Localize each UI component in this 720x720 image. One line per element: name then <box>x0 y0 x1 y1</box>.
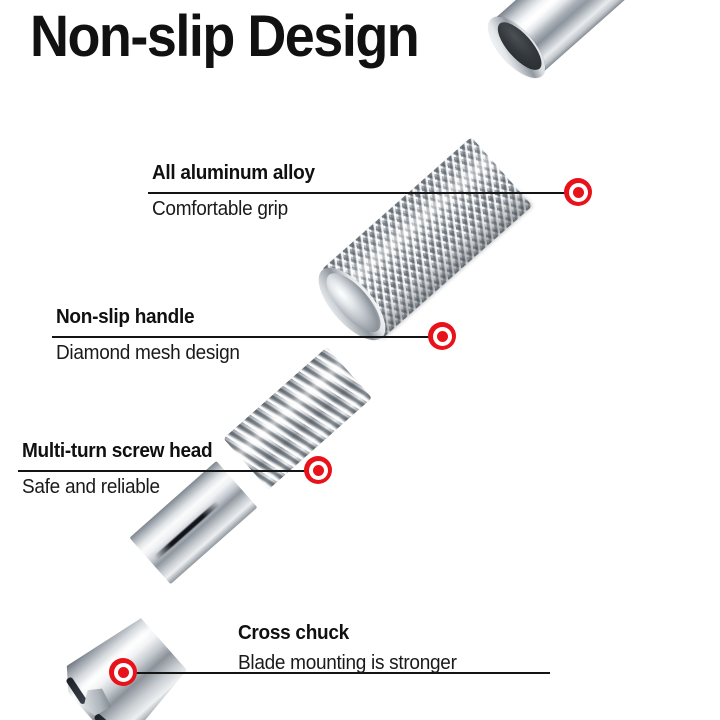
marker-center-dot <box>436 330 448 342</box>
callout-leader-line <box>18 470 316 472</box>
marker-ring-gap <box>308 460 328 480</box>
marker-center-dot <box>572 186 584 198</box>
callout-leader-line <box>134 672 550 674</box>
callout-title: All aluminum alloy <box>152 162 315 184</box>
callout-title: Multi-turn screw head <box>22 440 213 462</box>
marker-ring-gap <box>113 662 133 682</box>
callout-subtitle: Safe and reliable <box>22 476 160 498</box>
callout-leader-line <box>148 192 572 194</box>
part-knurled-handle <box>307 137 533 351</box>
marker-screw-thread[interactable] <box>304 456 332 484</box>
marker-ring-gap <box>432 326 452 346</box>
callout-subtitle: Comfortable grip <box>152 198 288 220</box>
part-aluminum-tube <box>478 0 720 88</box>
screw-threads <box>223 347 372 490</box>
marker-aluminum-tube[interactable] <box>564 178 592 206</box>
callout-subtitle: Blade mounting is stronger <box>238 652 457 674</box>
marker-cross-chuck[interactable] <box>109 658 137 686</box>
callout-title: Non-slip handle <box>56 306 195 328</box>
marker-ring-gap <box>568 182 588 202</box>
page-title: Non-slip Design <box>30 4 420 69</box>
marker-knurled-handle[interactable] <box>428 322 456 350</box>
marker-center-dot <box>312 464 324 476</box>
part-screw-thread <box>223 347 372 490</box>
callout-subtitle: Diamond mesh design <box>56 342 240 364</box>
marker-center-dot <box>117 666 129 678</box>
callout-leader-line <box>52 336 440 338</box>
callout-title: Cross chuck <box>238 622 349 644</box>
